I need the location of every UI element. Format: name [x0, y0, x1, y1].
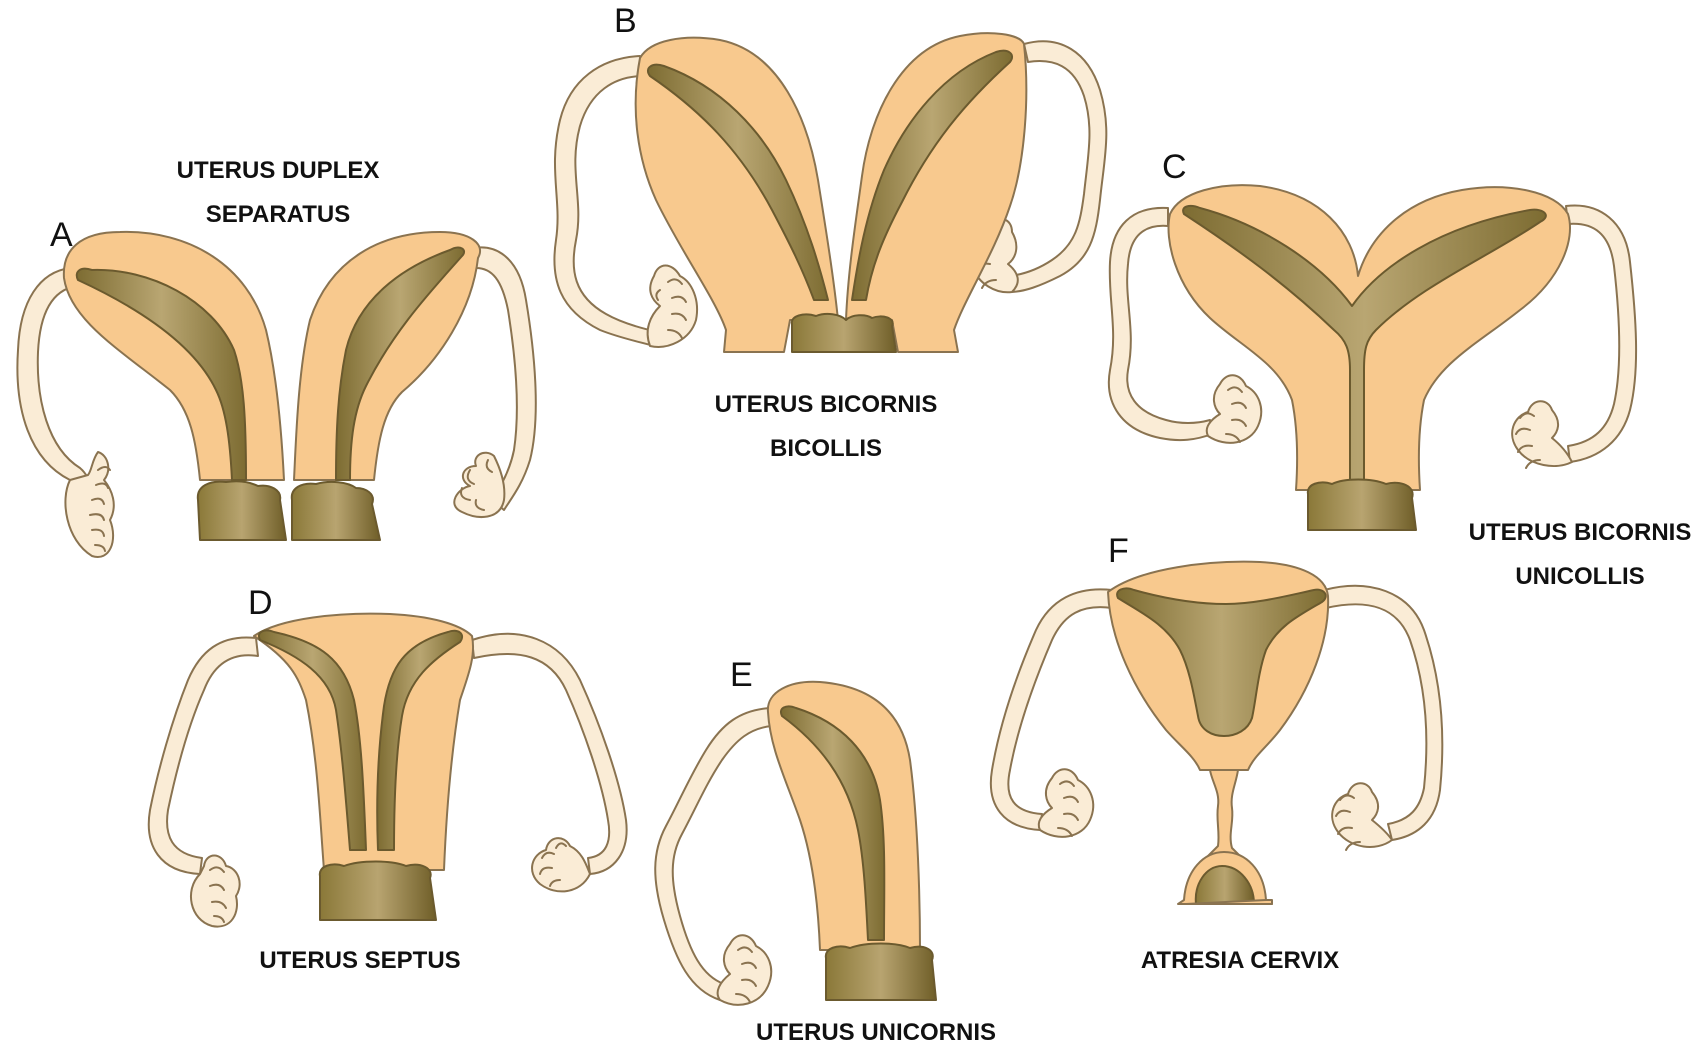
caption-b-line-1: UTERUS BICORNIS [715, 391, 938, 418]
panel-c: C UTERUS BICORNIS UNICOLLIS [1109, 148, 1691, 590]
panel-a: A UTERUS DUPLEX SEPARATUS [17, 157, 535, 557]
right-fimbriae [454, 453, 504, 517]
right-fimbriae [1512, 401, 1572, 468]
cervix [792, 314, 896, 352]
caption-c-line-2: UNICOLLIS [1515, 563, 1644, 590]
left-fallopian-tube [149, 637, 258, 874]
panel-letter-c: C [1162, 148, 1187, 186]
caption-a-line-2: SEPARATUS [206, 201, 350, 228]
panel-b: B UTERUS BICORNIS BICOLLIS [554, 2, 1106, 462]
caption-f: ATRESIA CERVIX [1141, 947, 1339, 974]
caption-c-line-1: UTERUS BICORNIS [1469, 519, 1692, 546]
left-cervix [198, 481, 286, 540]
panel-d: D UTERUS SEPTUS [149, 584, 627, 974]
left-fimbriae [648, 266, 697, 347]
right-fimbriae [1332, 783, 1392, 850]
cervix [826, 944, 936, 1001]
fimbriae [718, 935, 772, 1005]
caption-a-line-1: UTERUS DUPLEX [177, 157, 380, 184]
panel-e: E UTERUS UNICORNIS [655, 656, 996, 1046]
cervix [320, 862, 436, 921]
right-uterine-horn [846, 33, 1026, 352]
atretic-cervical-strand [1208, 770, 1240, 856]
right-cervix [292, 482, 380, 540]
caption-b-line-2: BICOLLIS [770, 435, 882, 462]
panel-f: F ATRESIA CERVIX [991, 532, 1442, 974]
panel-letter-a: A [50, 216, 73, 254]
right-uterine-horn [294, 232, 480, 480]
panel-letter-f: F [1108, 532, 1129, 570]
panel-letter-d: D [248, 584, 273, 622]
caption-d: UTERUS SEPTUS [259, 947, 460, 974]
right-fimbriae [532, 838, 590, 891]
left-fimbriae [1207, 375, 1261, 443]
cervix [1308, 480, 1416, 531]
caption-e: UTERUS UNICORNIS [756, 1019, 996, 1046]
left-fimbriae [1039, 769, 1093, 837]
panel-letter-e: E [730, 656, 753, 694]
right-fallopian-tube [1566, 205, 1636, 462]
panel-letter-b: B [614, 2, 637, 40]
bicornuate-cavity [1183, 206, 1546, 486]
right-fallopian-tube [472, 634, 627, 874]
